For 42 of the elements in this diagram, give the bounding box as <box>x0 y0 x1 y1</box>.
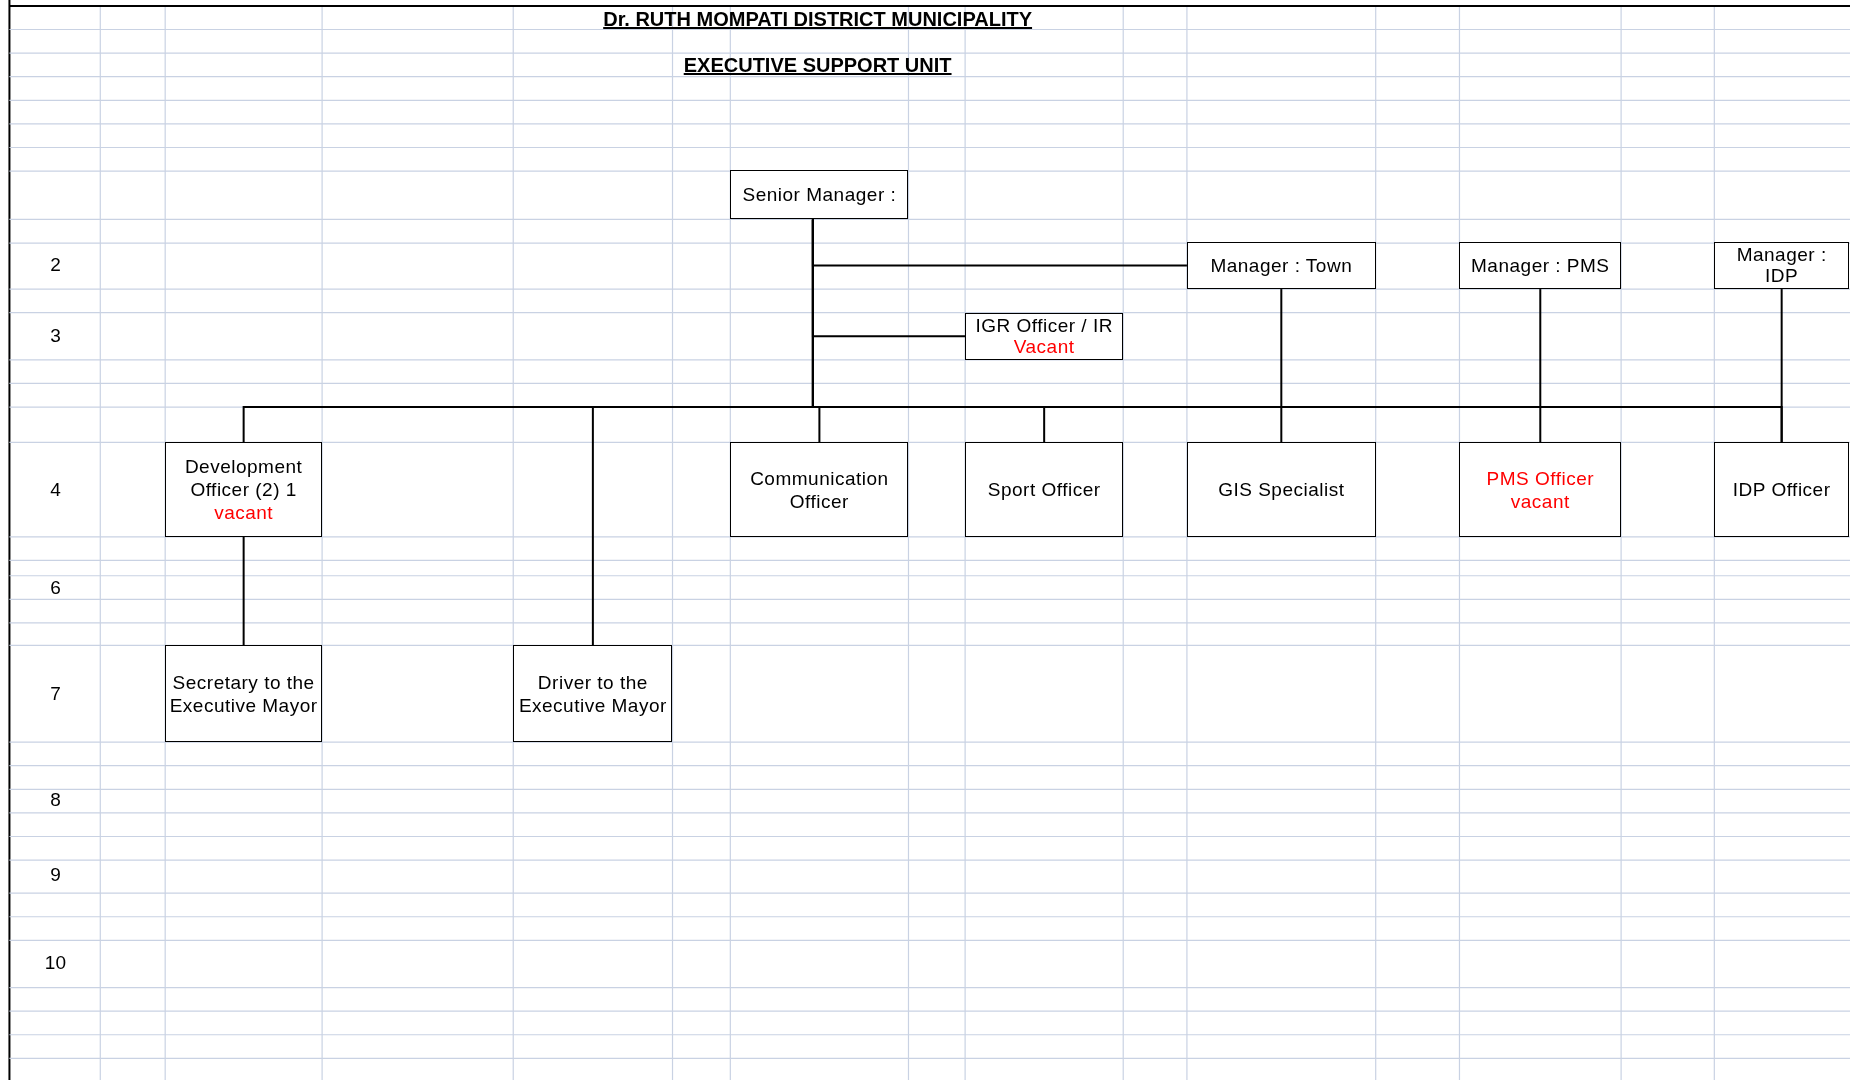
position-title: Secretary to the Executive Mayor <box>169 671 318 716</box>
position-box <box>165 645 323 743</box>
row-number: 8 <box>50 788 61 811</box>
position-title: GIS Specialist <box>1218 479 1345 501</box>
position-box <box>513 645 673 743</box>
position-box <box>965 312 1124 360</box>
connector-line <box>1280 288 1283 444</box>
position-title: Sport Officer <box>987 479 1101 501</box>
row-number: 9 <box>50 864 61 887</box>
status-text: vacant <box>214 502 274 524</box>
row-number: 2 <box>50 254 61 277</box>
position-box <box>1459 241 1622 290</box>
position-box <box>1186 241 1376 290</box>
row-number: 6 <box>50 576 61 599</box>
position-box <box>1186 442 1376 537</box>
connector-line <box>242 535 245 647</box>
connector-line <box>1539 288 1542 444</box>
position-box <box>730 442 909 537</box>
position-title: Driver to the Executive Mayor <box>518 671 667 716</box>
position-box <box>165 442 323 537</box>
position-title: IGR Officer / IR <box>975 315 1113 337</box>
position-title: Development Officer (2) 1 <box>184 456 303 501</box>
position-box <box>1459 442 1622 537</box>
row-number: 10 <box>44 951 66 974</box>
position-title: Communication Officer <box>750 467 889 512</box>
connector-line <box>1780 288 1783 444</box>
row-number: 7 <box>50 682 61 705</box>
position-box <box>965 442 1124 537</box>
title: Dr. RUTH MOMPATI DISTRICT MUNICIPALITY <box>603 8 1033 32</box>
status-text: PMS Officer vacant <box>1486 467 1595 512</box>
position-title: Manager : Town <box>1210 254 1353 276</box>
position-box <box>730 169 909 220</box>
row-number: 4 <box>50 478 61 501</box>
position-title: Manager : PMS <box>1471 254 1610 276</box>
position-box <box>1714 241 1849 290</box>
position-box <box>1714 442 1849 537</box>
position-title: IDP Officer <box>1732 479 1831 501</box>
position-title: Manager : IDP <box>1736 244 1827 287</box>
position-title: Senior Manager : <box>742 184 897 206</box>
row-number: 3 <box>50 325 61 348</box>
unit-heading: EXECUTIVE SUPPORT UNIT <box>683 54 952 78</box>
status-text: Vacant <box>1013 336 1075 358</box>
